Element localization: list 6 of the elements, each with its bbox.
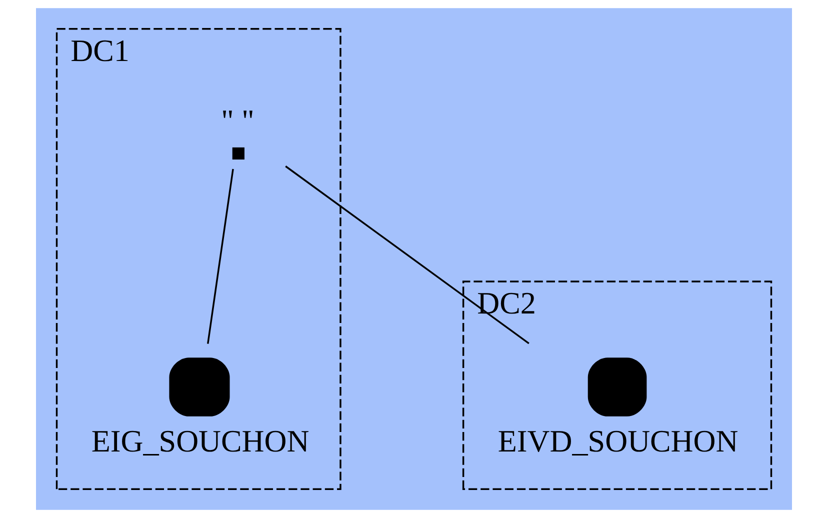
- node-label: " ": [220, 102, 254, 138]
- node-label: EIVD_SOUCHON: [497, 424, 738, 459]
- node-box: [232, 147, 244, 160]
- connector: [206, 168, 234, 344]
- connector: [284, 166, 529, 344]
- node-label: EIG_SOUCHON: [90, 424, 309, 459]
